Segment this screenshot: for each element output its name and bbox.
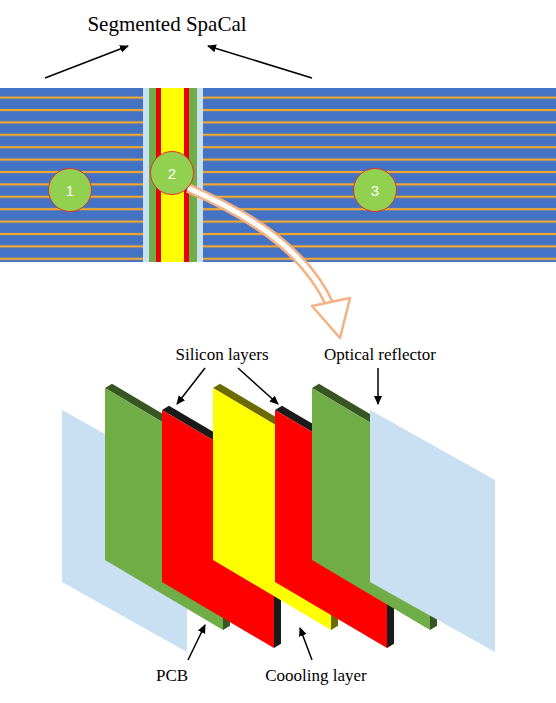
zoom-arrow-head (312, 298, 350, 338)
leader-arrow (238, 368, 278, 404)
leader-arrow (300, 628, 312, 660)
leader-arrow (377, 368, 379, 404)
callout-number: 1 (66, 182, 74, 199)
part-label: Silicon layers (175, 345, 268, 365)
zoom-arrow (188, 188, 330, 305)
spacal-segment (203, 88, 556, 262)
leader-arrow (208, 46, 312, 78)
leader-arrow (177, 368, 205, 404)
callout-circle: 2 (150, 151, 194, 195)
callout-circle: 1 (48, 168, 92, 212)
leader-arrow (188, 625, 205, 660)
part-label: PCB (156, 666, 188, 686)
part-label: Coooling layer (265, 666, 367, 686)
optical-reflector (143, 88, 149, 262)
callout-circle: 3 (353, 168, 397, 212)
optical-reflector (197, 88, 203, 262)
spacal-segment (0, 88, 143, 262)
callout-number: 2 (168, 165, 176, 182)
callout-number: 3 (371, 182, 379, 199)
leader-arrow (45, 46, 128, 78)
zoom-arrow (188, 188, 330, 305)
diagram-title: Segmented SpaCal (87, 12, 246, 36)
optical-reflector (370, 410, 495, 652)
part-label: Optical reflector (324, 345, 436, 365)
